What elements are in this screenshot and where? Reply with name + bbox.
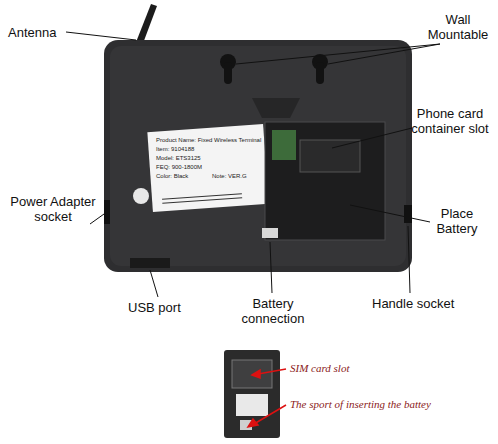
part-label: Phone card container slot bbox=[404, 106, 496, 136]
round-sticker bbox=[133, 188, 149, 204]
inset-sim bbox=[232, 360, 272, 388]
leader-lines bbox=[66, 32, 440, 297]
sim-board bbox=[272, 130, 296, 160]
inset-label: The sport of inserting the battey bbox=[290, 398, 490, 411]
sticker-text: Note: VER.G bbox=[212, 172, 247, 180]
wall-holes bbox=[220, 54, 328, 84]
red-arrows bbox=[248, 369, 286, 427]
inset-label bbox=[236, 394, 268, 416]
barcode bbox=[162, 194, 242, 204]
recess bbox=[252, 98, 300, 118]
part-label: Battery connection bbox=[232, 296, 314, 326]
part-label: Antenna bbox=[8, 25, 78, 40]
sticker-text: Item: 9104188 bbox=[156, 145, 194, 153]
power-socket bbox=[104, 200, 110, 224]
sticker-text: FEQ: 900-1800M bbox=[156, 163, 202, 171]
phone-back bbox=[110, 46, 406, 266]
battery-connector bbox=[262, 228, 278, 238]
phone-body bbox=[104, 40, 412, 272]
part-label: Handle socket bbox=[372, 296, 472, 311]
sim-holder bbox=[300, 140, 360, 172]
product-sticker bbox=[147, 124, 268, 212]
sticker-text: Color: Black bbox=[156, 172, 188, 180]
part-label: Wall Mountable bbox=[420, 12, 496, 42]
part-label: USB port bbox=[128, 300, 198, 315]
inset-photo bbox=[224, 350, 280, 438]
usb-port bbox=[130, 258, 170, 268]
part-label: Place Battery bbox=[424, 206, 490, 236]
inset-label: SIM card slot bbox=[290, 362, 410, 375]
handle-socket bbox=[404, 205, 412, 223]
sticker-text: Product Name: Fixed Wireless Terminal bbox=[156, 136, 261, 144]
sticker-text: Model: ETS3125 bbox=[156, 154, 201, 162]
part-label: Power Adapter socket bbox=[2, 194, 104, 224]
